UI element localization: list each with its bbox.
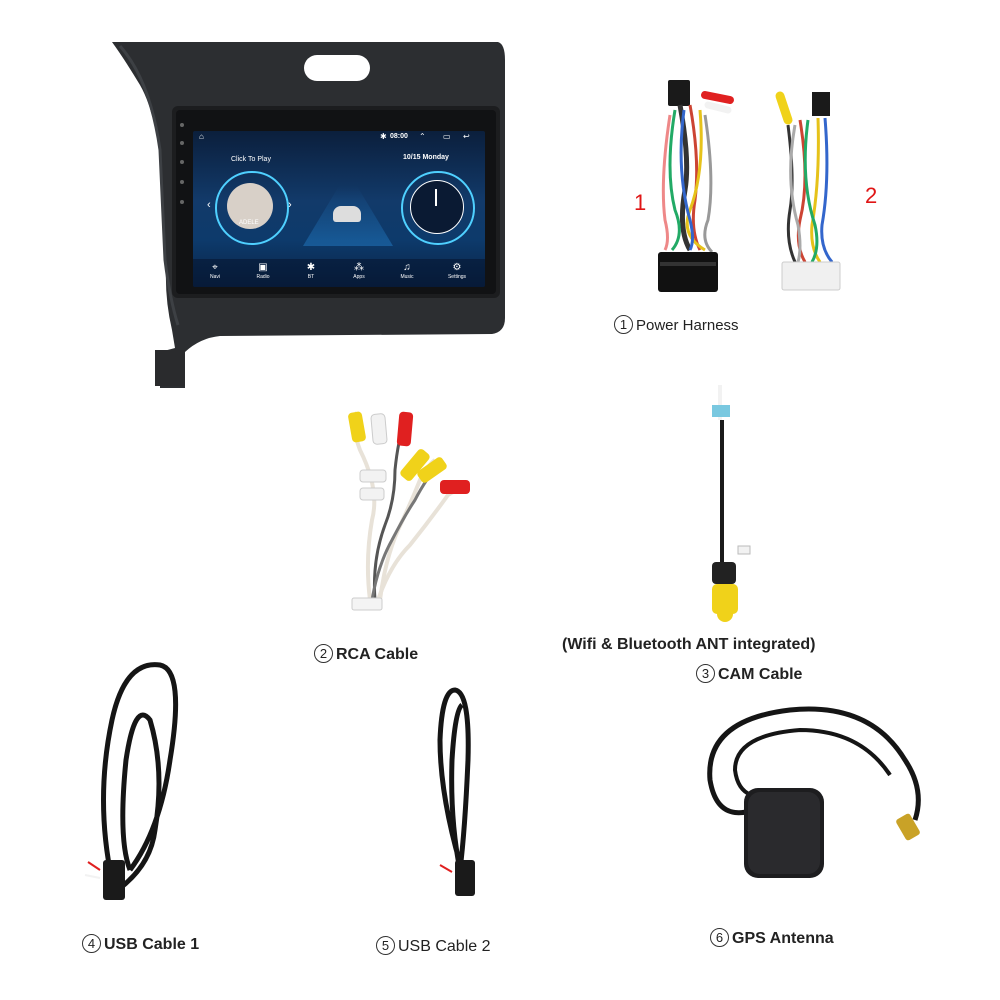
bluetooth-status-icon: ✱ (380, 132, 387, 141)
dock-label-bt: BT (307, 274, 315, 280)
dock-item-apps[interactable]: ⁂ Apps (339, 262, 379, 281)
caption-number: 2 (314, 644, 333, 663)
dock-label-settings: Settings (447, 274, 467, 280)
frame-slot (304, 55, 370, 81)
dock-item-music[interactable]: ♫ Music (387, 262, 427, 281)
home-icon: ⌂ (199, 132, 204, 141)
cam-cable (712, 385, 751, 622)
harness-number-1: 1 (634, 190, 647, 215)
album-art (227, 183, 273, 229)
apps-grid-icon: ⁂ (354, 262, 364, 273)
dock-item-bt[interactable]: ✱ BT (291, 262, 331, 281)
car-icon (333, 206, 361, 222)
head-unit-screen: ⌂ ✱ 08:00 ⌃ ▭ ↩ Click To Play 10/15 Mond… (193, 131, 485, 287)
gear-icon: ⚙ (452, 262, 462, 273)
caption-cam-note: (Wifi & Bluetooth ANT integrated) (562, 636, 816, 653)
status-time: 08:00 (390, 133, 408, 140)
dock-item-navi[interactable]: ⌖ Navi (195, 262, 235, 281)
dock-item-settings[interactable]: ⚙ Settings (437, 262, 477, 281)
cast-icon: ▭ (443, 132, 451, 141)
caption-label: USB Cable 2 (398, 938, 491, 955)
status-bar: ⌂ ✱ 08:00 ⌃ ▭ ↩ (193, 131, 485, 143)
date-label: 10/15 Monday (403, 154, 449, 161)
expand-icon: ⌃ (419, 132, 426, 141)
dock-label-radio: Radio (256, 274, 270, 280)
dock-item-radio[interactable]: ▣ Radio (243, 262, 283, 281)
usb-cable-1 (84, 662, 179, 900)
next-track-icon: › (288, 199, 292, 211)
album-text: ADELE (239, 220, 259, 226)
bluetooth-icon: ✱ (306, 262, 316, 273)
back-icon: ↩ (463, 132, 470, 141)
harness-number-2: 2 (865, 183, 878, 208)
dock-label-apps: Apps (353, 274, 365, 280)
caption-number: 1 (614, 315, 633, 334)
caption-number: 5 (376, 936, 395, 955)
power-harness-2 (775, 91, 841, 291)
caption-label: CAM Cable (718, 666, 803, 683)
caption-number: 4 (82, 934, 101, 953)
caption-label: GPS Antenna (732, 930, 834, 947)
clock-widget (401, 171, 475, 245)
gps-antenna (707, 706, 921, 878)
app-dock: ⌖ Navi ▣ Radio ✱ BT ⁂ Apps ♫ Music ⚙ Set… (193, 259, 485, 287)
usb-cable-2 (437, 687, 475, 896)
music-widget (215, 171, 289, 245)
click-to-play-label: Click To Play (231, 156, 271, 163)
caption-number: 3 (696, 664, 715, 683)
caption-number: 6 (710, 928, 729, 947)
radio-icon: ▣ (258, 262, 268, 273)
clock-hand (435, 189, 437, 206)
dock-label-music: Music (400, 274, 414, 280)
prev-track-icon: ‹ (207, 199, 211, 211)
caption-label: RCA Cable (336, 646, 419, 663)
caption-label: Power Harness (636, 317, 739, 334)
power-harness-1 (658, 80, 734, 292)
rca-cable (348, 411, 470, 611)
caption-label: USB Cable 1 (104, 936, 200, 953)
dock-label-navi: Navi (209, 274, 220, 280)
music-note-icon: ♫ (403, 262, 411, 273)
clock-face (410, 180, 464, 234)
location-pin-icon: ⌖ (212, 262, 218, 273)
